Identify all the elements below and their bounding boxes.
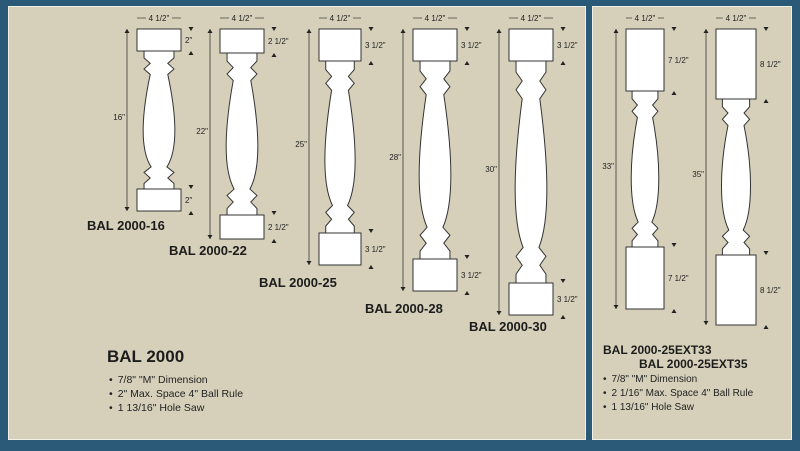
top-block <box>508 28 554 62</box>
top-block <box>715 28 757 100</box>
width-dimension: 4 1/2" <box>521 14 542 23</box>
main-specs-list: 7/8" "M" Dimension 2" Max. Space 4" Ball… <box>109 373 243 415</box>
top-block <box>136 28 182 52</box>
width-dimension: 4 1/2" <box>330 14 351 23</box>
spec-item: 7/8" "M" Dimension <box>603 373 753 387</box>
top-block-dimension: 2 1/2" <box>268 37 289 46</box>
top-block-dimension: 3 1/2" <box>365 41 386 50</box>
spec-item: 1 13/16" Hole Saw <box>603 401 753 415</box>
width-dimension: 4 1/2" <box>149 14 170 23</box>
turned-shaft <box>721 98 751 256</box>
model-label-bal-2000-28: BAL 2000-28 <box>365 301 443 316</box>
ext-specs-list: 7/8" "M" Dimension 2 1/16" Max. Space 4"… <box>603 373 754 415</box>
height-dimension: 28" <box>389 153 401 162</box>
top-block-dimension: 2" <box>185 36 192 45</box>
height-dimension: 22" <box>196 127 208 136</box>
baluster-bal-2000-22: 4 1/2" 22" 2 1/2" 2 1/2" <box>196 14 289 243</box>
main-series-drawing: 4 1/2"16"2"2"4 1/2"22"2 1/2"2 1/2"4 1/2"… <box>113 14 578 319</box>
baluster-bal-2000-25: 4 1/2" 25" 3 1/2" 3 1/2" <box>295 14 386 269</box>
bottom-block <box>412 258 458 292</box>
bottom-block-dimension: 8 1/2" <box>760 286 781 295</box>
turned-shaft <box>630 90 660 248</box>
baluster-bal-2000-25ext33: 4 1/2" 33" 7 1/2" 7 1/2" <box>602 14 689 313</box>
model-label-bal-2000-25ext35: BAL 2000-25EXT35 <box>639 357 748 371</box>
turned-shaft <box>514 60 548 284</box>
top-block <box>318 28 362 62</box>
height-dimension: 25" <box>295 140 307 149</box>
series-title: BAL 2000 <box>107 347 185 366</box>
bottom-block-dimension: 3 1/2" <box>557 295 578 304</box>
baluster-bal-2000-16: 4 1/2" 16" 2" 2" <box>113 14 194 215</box>
extended-series-panel: 4 1/2" 33" 7 1/2" 7 1/2" 4 1/2" 35" 8 1/2" 8 1/… <box>592 6 792 440</box>
bottom-block-dimension: 3 1/2" <box>365 245 386 254</box>
spec-item: 7/8" "M" Dimension <box>109 373 243 387</box>
bottom-block <box>318 232 362 266</box>
top-block <box>412 28 458 62</box>
bottom-block <box>136 188 182 212</box>
top-block-dimension: 7 1/2" <box>668 56 689 65</box>
turned-shaft <box>142 50 176 190</box>
height-dimension: 30" <box>485 165 497 174</box>
height-dimension: 16" <box>113 113 125 122</box>
model-label-bal-2000-25ext33: BAL 2000-25EXT33 <box>603 343 712 357</box>
spec-item: 1 13/16" Hole Saw <box>109 401 243 415</box>
bottom-block <box>508 282 554 316</box>
baluster-bal-2000-25ext35: 4 1/2" 35" 8 1/2" 8 1/2" <box>692 14 781 329</box>
model-label-bal-2000-22: BAL 2000-22 <box>169 243 247 258</box>
bottom-block-dimension: 2" <box>185 196 192 205</box>
height-dimension: 35" <box>692 170 704 179</box>
bottom-block-dimension: 2 1/2" <box>268 223 289 232</box>
model-label-bal-2000-30: BAL 2000-30 <box>469 319 547 334</box>
top-block-dimension: 3 1/2" <box>461 41 482 50</box>
top-block-dimension: 8 1/2" <box>760 60 781 69</box>
baluster-bal-2000-28: 4 1/2" 28" 3 1/2" 3 1/2" <box>389 14 482 295</box>
model-label-bal-2000-25: BAL 2000-25 <box>259 275 337 290</box>
height-dimension: 33" <box>602 162 614 171</box>
baluster-bal-2000-30: 4 1/2" 30" 3 1/2" 3 1/2" <box>485 14 578 319</box>
bottom-block <box>715 254 757 326</box>
main-series-panel: 4 1/2"16"2"2"4 1/2"22"2 1/2"2 1/2"4 1/2"… <box>8 6 586 440</box>
model-label-bal-2000-16: BAL 2000-16 <box>87 218 165 233</box>
top-block <box>219 28 265 54</box>
width-dimension: 4 1/2" <box>726 14 747 23</box>
bottom-block <box>625 246 665 310</box>
bottom-block-dimension: 7 1/2" <box>668 274 689 283</box>
bottom-block-dimension: 3 1/2" <box>461 271 482 280</box>
spec-item: 2" Max. Space 4" Ball Rule <box>109 387 243 401</box>
bottom-block <box>219 214 265 240</box>
turned-shaft <box>225 52 259 216</box>
turned-shaft <box>324 60 356 234</box>
top-block-dimension: 3 1/2" <box>557 41 578 50</box>
width-dimension: 4 1/2" <box>425 14 446 23</box>
width-dimension: 4 1/2" <box>232 14 253 23</box>
top-block <box>625 28 665 92</box>
spec-item: 2 1/16" Max. Space 4" Ball Rule <box>603 387 754 401</box>
turned-shaft <box>418 60 452 260</box>
extended-series-drawing: 4 1/2" 33" 7 1/2" 7 1/2" 4 1/2" 35" 8 1/2" 8 1/… <box>602 14 781 329</box>
width-dimension: 4 1/2" <box>635 14 656 23</box>
